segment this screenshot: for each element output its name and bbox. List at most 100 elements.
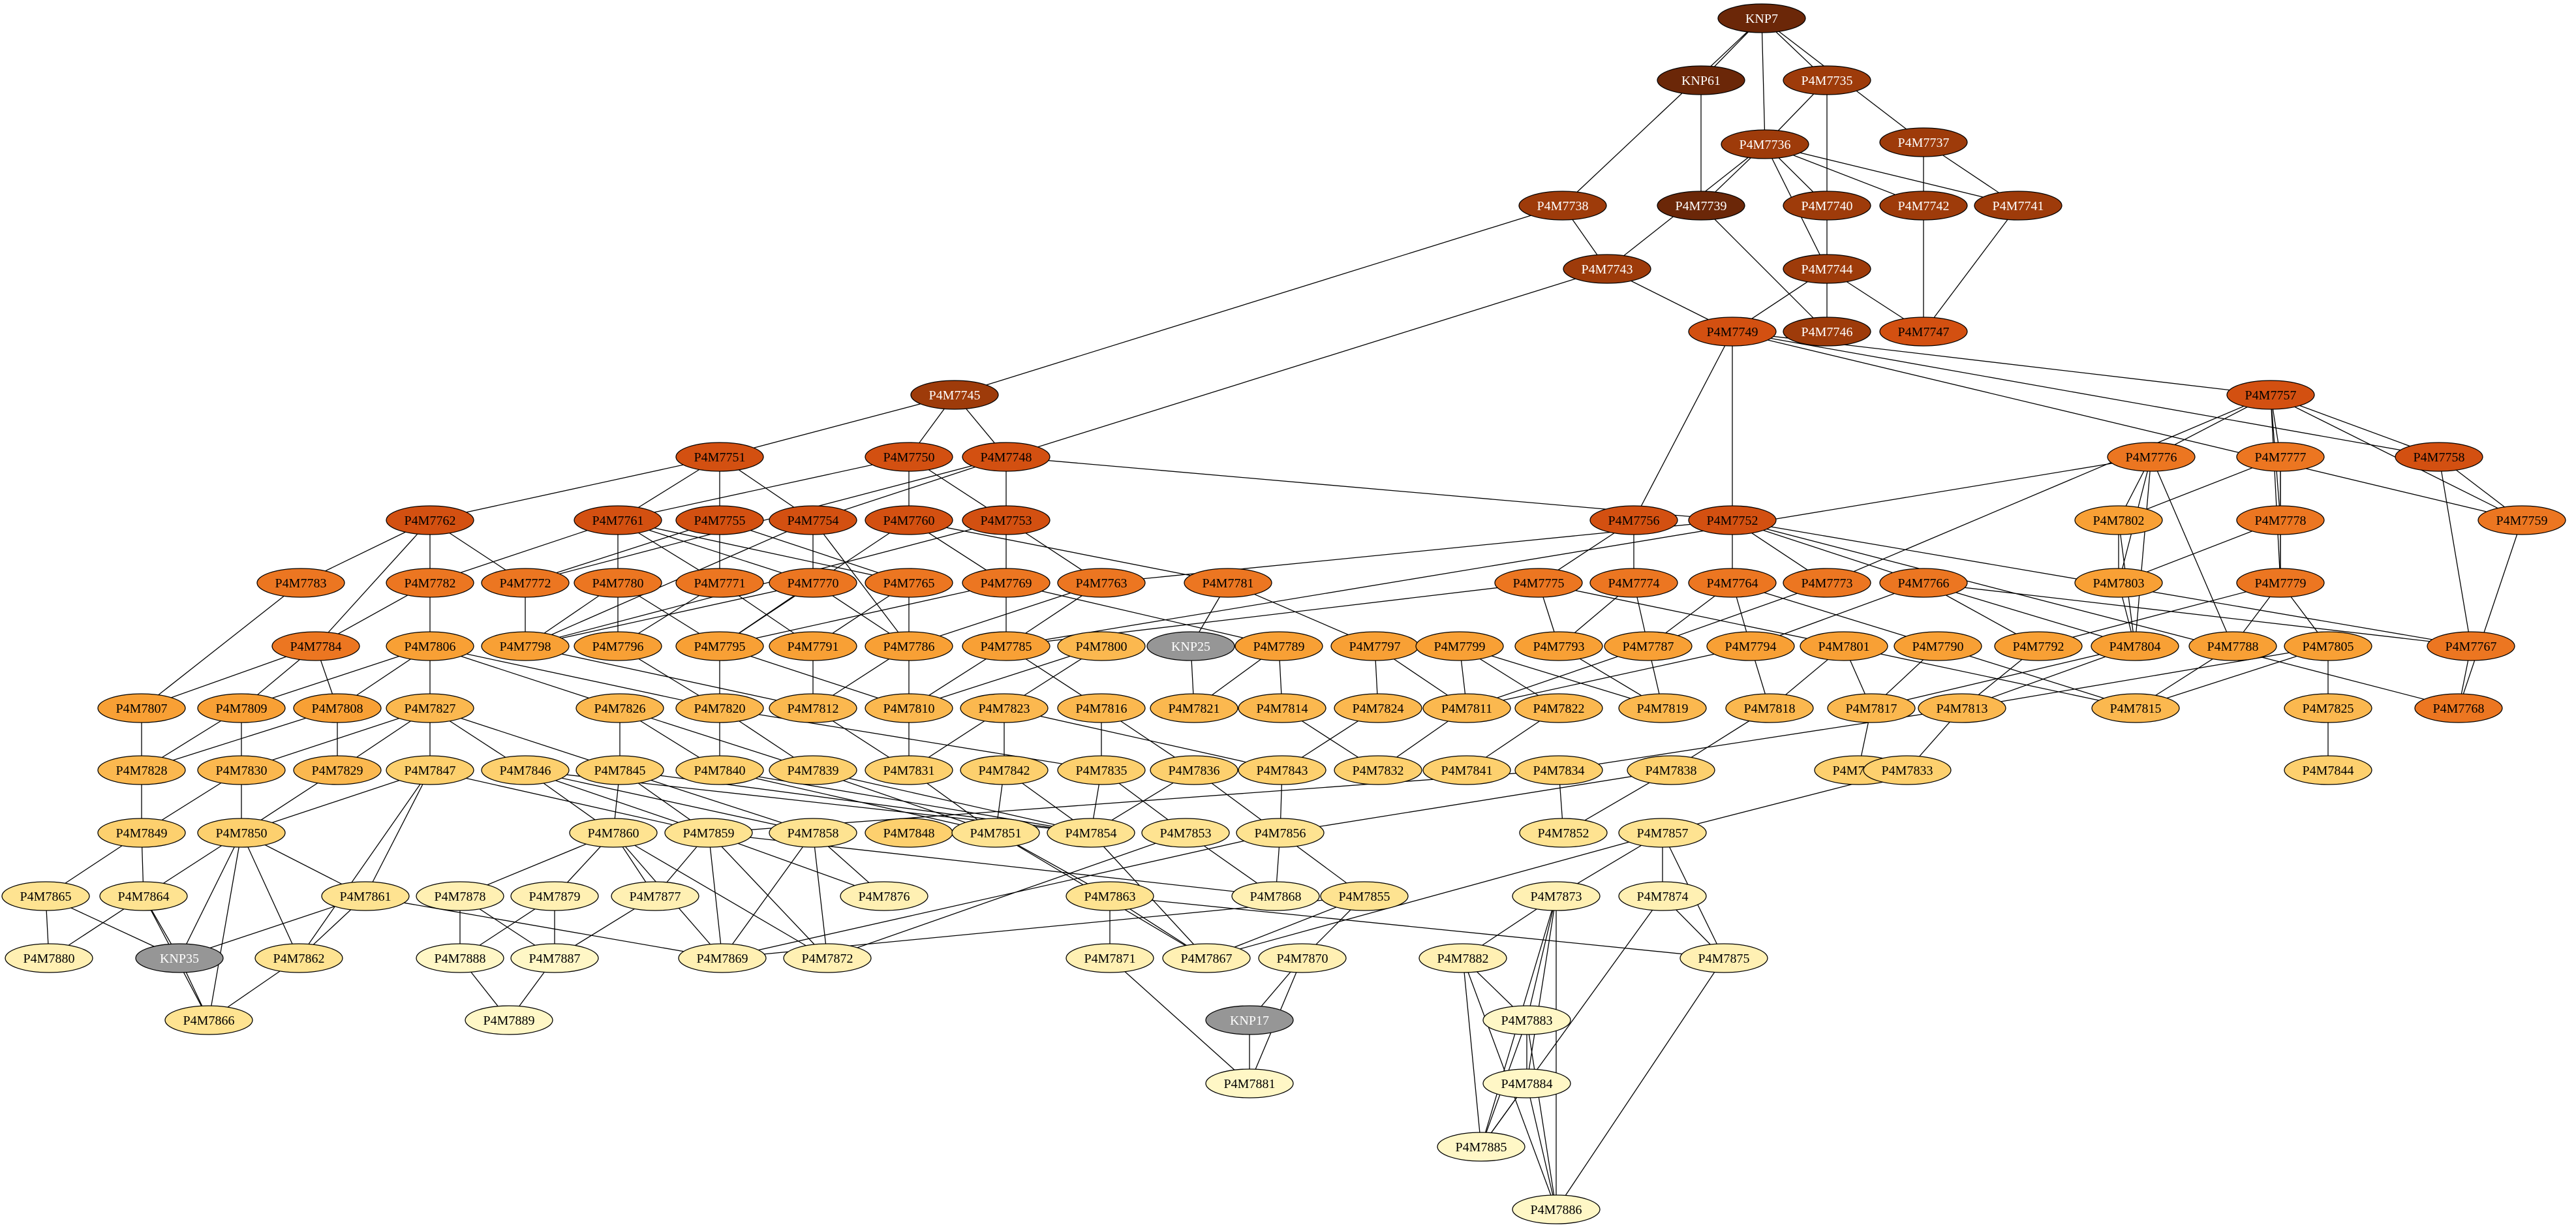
node-P4M7841[interactable]: P4M7841: [1422, 755, 1511, 785]
node-P4M7879[interactable]: P4M7879: [510, 881, 599, 911]
node-ellipse[interactable]: [1688, 568, 1777, 598]
node-P4M7882[interactable]: P4M7882: [1418, 943, 1507, 973]
node-P4M7838[interactable]: P4M7838: [1627, 755, 1715, 785]
node-ellipse[interactable]: [2477, 505, 2566, 535]
node-P4M7829[interactable]: P4M7829: [293, 755, 382, 785]
node-P4M7749[interactable]: P4M7749: [1688, 317, 1777, 347]
node-ellipse[interactable]: [2091, 631, 2179, 661]
node-P4M7770[interactable]: P4M7770: [769, 568, 857, 598]
node-KNP61[interactable]: KNP61: [1657, 65, 1745, 95]
node-ellipse[interactable]: [1783, 254, 1871, 284]
node-P4M7775[interactable]: P4M7775: [1494, 568, 1583, 598]
node-P4M7778[interactable]: P4M7778: [2236, 505, 2325, 535]
node-P4M7769[interactable]: P4M7769: [962, 568, 1050, 598]
node-ellipse[interactable]: [910, 380, 999, 410]
node-ellipse[interactable]: [664, 818, 753, 848]
node-P4M7742[interactable]: P4M7742: [1879, 191, 1968, 221]
node-ellipse[interactable]: [2188, 631, 2277, 661]
node-ellipse[interactable]: [2236, 505, 2325, 535]
node-P4M7738[interactable]: P4M7738: [1518, 191, 1607, 221]
node-ellipse[interactable]: [1706, 631, 1795, 661]
node-P4M7831[interactable]: P4M7831: [865, 755, 953, 785]
node-P4M7818[interactable]: P4M7818: [1725, 693, 1814, 723]
node-ellipse[interactable]: [865, 755, 953, 785]
node-ellipse[interactable]: [1879, 568, 1968, 598]
node-P4M7812[interactable]: P4M7812: [769, 693, 857, 723]
node-ellipse[interactable]: [510, 943, 599, 973]
node-P4M7764[interactable]: P4M7764: [1688, 568, 1777, 598]
node-P4M7855[interactable]: P4M7855: [1320, 881, 1409, 911]
node-P4M7768[interactable]: P4M7768: [2414, 693, 2503, 723]
node-ellipse[interactable]: [1, 881, 90, 911]
node-P4M7774[interactable]: P4M7774: [1589, 568, 1678, 598]
node-P4M7877[interactable]: P4M7877: [611, 881, 699, 911]
node-ellipse[interactable]: [1618, 693, 1707, 723]
node-ellipse[interactable]: [1657, 191, 1745, 221]
node-P4M7847[interactable]: P4M7847: [386, 755, 474, 785]
node-ellipse[interactable]: [1783, 317, 1871, 347]
node-P4M7871[interactable]: P4M7871: [1066, 943, 1154, 973]
node-P4M7746[interactable]: P4M7746: [1783, 317, 1871, 347]
node-P4M7883[interactable]: P4M7883: [1482, 1005, 1571, 1035]
node-ellipse[interactable]: [2284, 631, 2372, 661]
node-P4M7827[interactable]: P4M7827: [386, 693, 474, 723]
node-P4M7793[interactable]: P4M7793: [1514, 631, 1603, 661]
node-P4M7813[interactable]: P4M7813: [1918, 693, 2006, 723]
node-P4M7858[interactable]: P4M7858: [769, 818, 857, 848]
node-ellipse[interactable]: [962, 505, 1050, 535]
node-P4M7833[interactable]: P4M7833: [1863, 755, 1952, 785]
node-ellipse[interactable]: [2074, 505, 2163, 535]
node-P4M7796[interactable]: P4M7796: [574, 631, 662, 661]
node-P4M7782[interactable]: P4M7782: [386, 568, 474, 598]
node-P4M7859[interactable]: P4M7859: [664, 818, 753, 848]
node-P4M7807[interactable]: P4M7807: [97, 693, 186, 723]
node-P4M7849[interactable]: P4M7849: [97, 818, 186, 848]
node-P4M7800[interactable]: P4M7800: [1057, 631, 1146, 661]
node-P4M7789[interactable]: P4M7789: [1234, 631, 1323, 661]
node-ellipse[interactable]: [1238, 755, 1326, 785]
node-ellipse[interactable]: [1879, 191, 1968, 221]
node-P4M7776[interactable]: P4M7776: [2107, 442, 2196, 472]
node-ellipse[interactable]: [1057, 693, 1146, 723]
node-ellipse[interactable]: [1514, 631, 1603, 661]
node-ellipse[interactable]: [2091, 693, 2180, 723]
node-P4M7786[interactable]: P4M7786: [865, 631, 953, 661]
node-P4M7826[interactable]: P4M7826: [575, 693, 664, 723]
node-ellipse[interactable]: [1604, 631, 1693, 661]
node-ellipse[interactable]: [769, 693, 857, 723]
node-ellipse[interactable]: [2395, 442, 2483, 472]
node-P4M7844[interactable]: P4M7844: [2284, 755, 2372, 785]
node-P4M7767[interactable]: P4M7767: [2427, 631, 2515, 661]
node-ellipse[interactable]: [386, 631, 474, 661]
node-ellipse[interactable]: [675, 693, 764, 723]
node-ellipse[interactable]: [1141, 818, 1230, 848]
node-P4M7820[interactable]: P4M7820: [675, 693, 764, 723]
node-ellipse[interactable]: [675, 755, 764, 785]
node-P4M7784[interactable]: P4M7784: [271, 631, 360, 661]
node-ellipse[interactable]: [1437, 1132, 1526, 1162]
node-P4M7842[interactable]: P4M7842: [960, 755, 1049, 785]
node-ellipse[interactable]: [1150, 693, 1238, 723]
node-P4M7821[interactable]: P4M7821: [1150, 693, 1238, 723]
node-ellipse[interactable]: [1057, 755, 1146, 785]
node-P4M7843[interactable]: P4M7843: [1238, 755, 1326, 785]
node-ellipse[interactable]: [1236, 818, 1325, 848]
node-P4M7758[interactable]: P4M7758: [2395, 442, 2483, 472]
node-P4M7777[interactable]: P4M7777: [2236, 442, 2325, 472]
node-P4M7756[interactable]: P4M7756: [1589, 505, 1678, 535]
node-P4M7873[interactable]: P4M7873: [1512, 881, 1601, 911]
node-P4M7745[interactable]: P4M7745: [910, 380, 999, 410]
node-ellipse[interactable]: [1418, 943, 1507, 973]
node-P4M7779[interactable]: P4M7779: [2236, 568, 2325, 598]
node-P4M7839[interactable]: P4M7839: [769, 755, 857, 785]
node-P4M7852[interactable]: P4M7852: [1519, 818, 1608, 848]
node-ellipse[interactable]: [1047, 818, 1135, 848]
node-ellipse[interactable]: [2074, 568, 2163, 598]
node-ellipse[interactable]: [1320, 881, 1409, 911]
node-ellipse[interactable]: [865, 505, 953, 535]
node-ellipse[interactable]: [575, 693, 664, 723]
node-P4M7815[interactable]: P4M7815: [2091, 693, 2180, 723]
node-ellipse[interactable]: [840, 881, 928, 911]
node-ellipse[interactable]: [1879, 127, 1968, 157]
node-ellipse[interactable]: [1717, 3, 1806, 33]
